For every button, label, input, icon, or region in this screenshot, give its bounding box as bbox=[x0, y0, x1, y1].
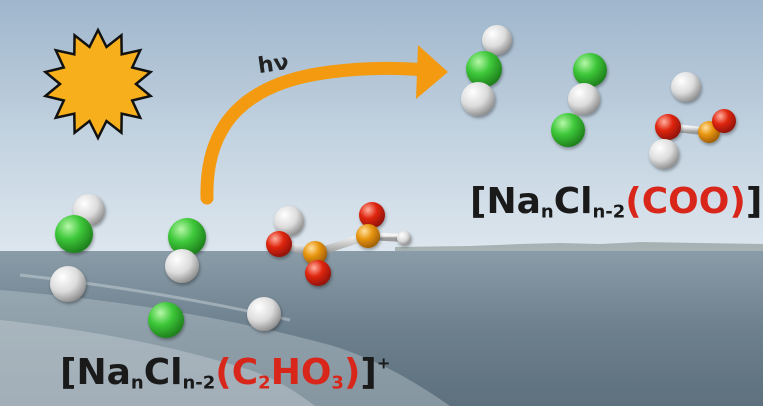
oxygen-atom bbox=[266, 231, 292, 257]
chlorine-atom bbox=[551, 113, 585, 147]
sea bbox=[0, 251, 763, 406]
sodium-atom bbox=[482, 25, 512, 55]
carbon-atom bbox=[303, 241, 327, 265]
photon-arrow bbox=[200, 61, 432, 205]
oxygen-atom bbox=[712, 109, 736, 133]
reactant-cluster bbox=[50, 194, 411, 338]
chlorine-atom bbox=[168, 218, 206, 256]
sodium-atom bbox=[649, 139, 679, 169]
ship-wake bbox=[0, 290, 450, 406]
chlorine-atom bbox=[55, 215, 93, 253]
sodium-atom bbox=[461, 82, 495, 116]
chlorine-atom bbox=[466, 51, 502, 87]
chlorine-atom bbox=[148, 302, 184, 338]
sodium-atom bbox=[50, 266, 86, 302]
sodium-atom bbox=[247, 297, 281, 331]
sodium-atom bbox=[671, 72, 701, 102]
photon-label: hν bbox=[256, 49, 291, 80]
reactant-ligand: (C2HO3) bbox=[215, 352, 361, 394]
sodium-atom bbox=[568, 83, 600, 115]
product-ligand: (COO) bbox=[625, 181, 746, 222]
oxygen-atom bbox=[305, 260, 331, 286]
oxygen-atom bbox=[655, 114, 681, 140]
photon-arrowhead bbox=[416, 45, 448, 99]
product-cluster bbox=[461, 25, 736, 169]
chlorine-atom bbox=[573, 53, 607, 87]
hydrogen-atom bbox=[397, 231, 411, 245]
sodium-atom bbox=[165, 249, 199, 283]
product-formula: [NanCln-2(COO)]+ bbox=[470, 181, 763, 223]
sodium-atom bbox=[274, 206, 304, 236]
sun-icon bbox=[42, 27, 154, 141]
reactant-formula: [NanCln-2(C2HO3)]+ bbox=[60, 352, 391, 394]
oxygen-atom bbox=[359, 202, 385, 228]
distant-coastline bbox=[395, 242, 763, 252]
carbon-atom bbox=[356, 224, 380, 248]
